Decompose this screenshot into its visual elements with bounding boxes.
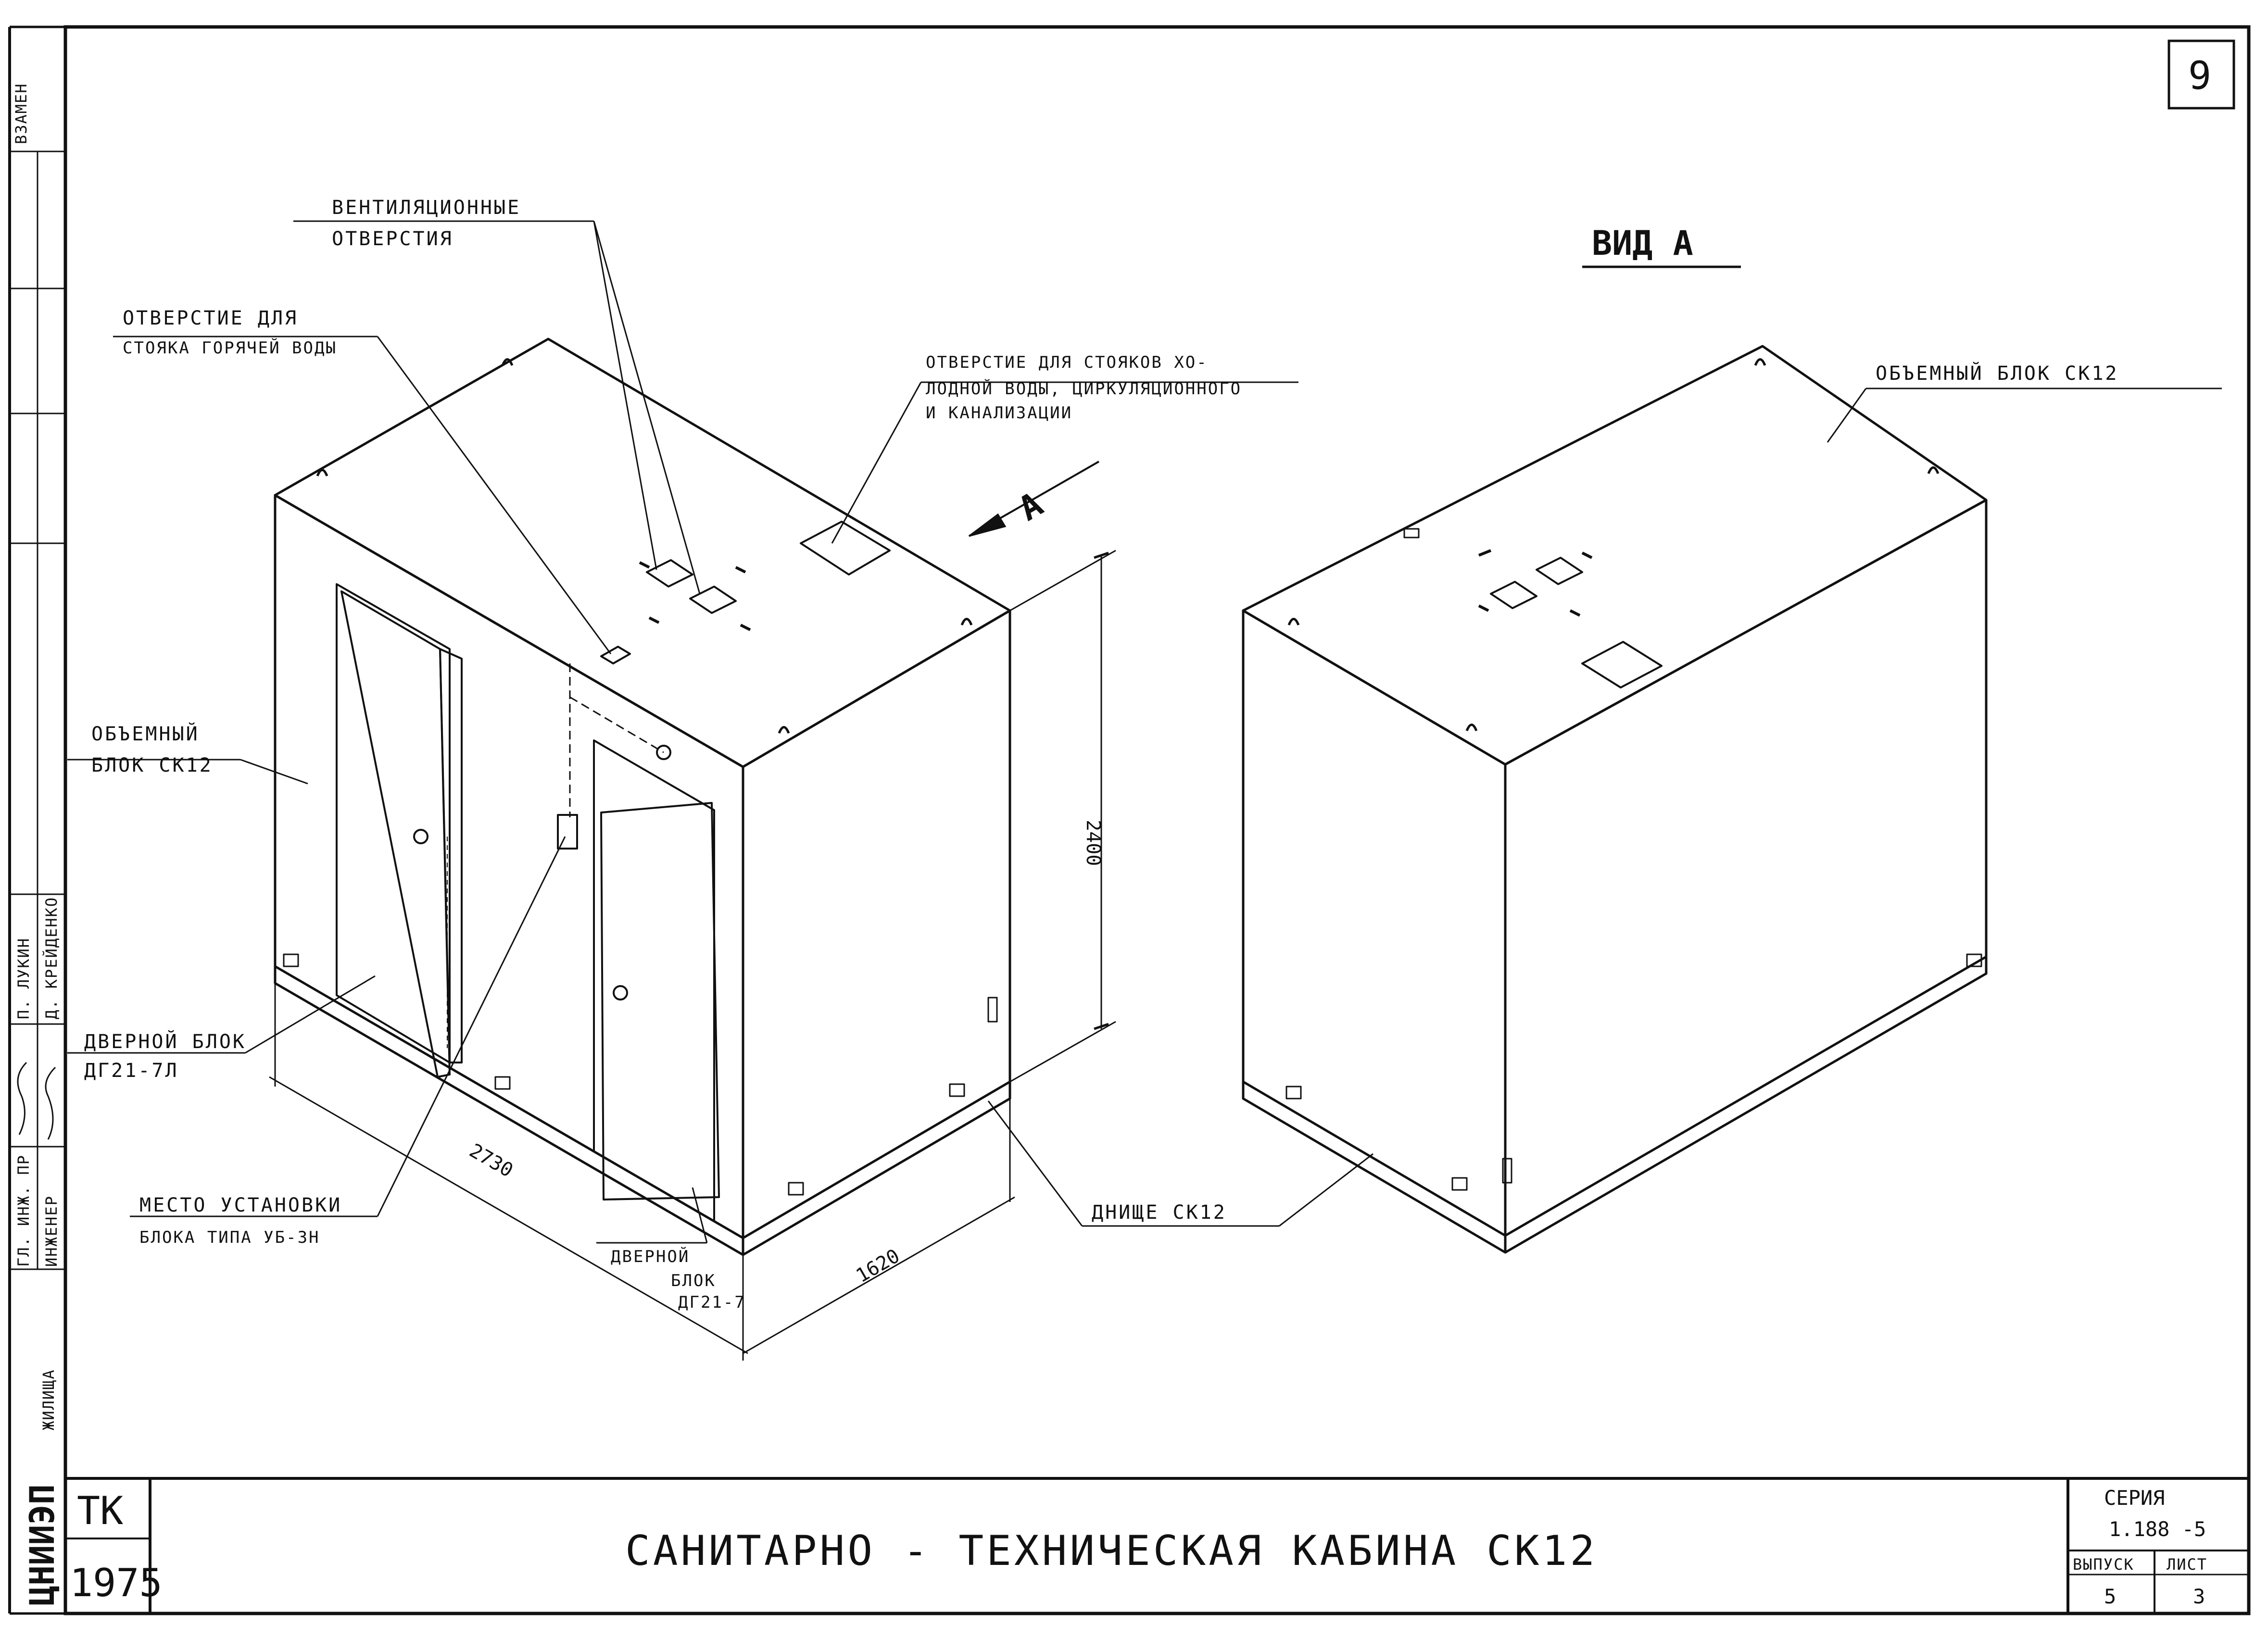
series-value: 1.188 -5 xyxy=(2109,1517,2206,1541)
sheet-frame xyxy=(63,25,2251,1615)
issue-value: 5 xyxy=(2104,1585,2116,1608)
callout-cold-water-3: И КАНАЛИЗАЦИИ xyxy=(926,403,1072,423)
callout-door-block-left-1: ДВЕРНОЙ БЛОК xyxy=(84,1030,246,1053)
sheet-label: ЛИСТ xyxy=(2167,1555,2207,1574)
callout-hot-water-1: ОТВЕРСТИЕ ДЛЯ xyxy=(123,307,298,329)
title-block-year: 1975 xyxy=(70,1561,163,1605)
callout-texts: ВЕНТИЛЯЦИОННЫЕ ОТВЕРСТИЯ ОТВЕРСТИЕ ДЛЯ С… xyxy=(84,197,2118,1312)
name-engineer: Д. КРЕЙДЕНКО xyxy=(42,897,61,1019)
role-chief: ГЛ. ИНЖ. ПР xyxy=(14,1154,33,1267)
sheet-number-box xyxy=(2167,39,2235,110)
sheet-title: САНИТАРНО - ТЕХНИЧЕСКАЯ КАБИНА СК12 xyxy=(625,1527,1598,1575)
role-engineer: ИНЖЕНЕР xyxy=(42,1195,61,1267)
title-block-code: ТК xyxy=(77,1488,123,1533)
sheet-value: 3 xyxy=(2193,1585,2205,1608)
signature-marks xyxy=(17,1062,56,1140)
callout-install-place-2: БЛОКА ТИПА УБ-3Н xyxy=(139,1228,320,1247)
callout-install-place-1: МЕСТО УСТАНОВКИ xyxy=(139,1194,342,1216)
dimension-width: 1620 xyxy=(852,1245,903,1287)
callout-hot-water-2: СТОЯКА ГОРЯЧЕЙ ВОДЫ xyxy=(123,338,337,358)
callout-block-left-2: БЛОК СК12 xyxy=(91,754,213,776)
callout-vent-holes-1: ВЕНТИЛЯЦИОННЫЕ xyxy=(332,197,521,219)
section-marker: А xyxy=(1012,484,1050,528)
dimension-lines xyxy=(269,461,1116,1361)
name-chief: П. ЛУКИН xyxy=(14,938,33,1019)
callout-block-right: ОБЪЕМНЫЙ БЛОК СК12 xyxy=(1876,362,2118,385)
leader-lines xyxy=(67,220,2222,1244)
callout-block-left-1: ОБЪЕМНЫЙ xyxy=(91,722,200,745)
dimension-height: 2400 xyxy=(1082,820,1104,866)
block-left-isometric xyxy=(274,338,1011,1256)
series-label: СЕРИЯ xyxy=(2104,1486,2165,1510)
callout-door-block-left-2: ДГ21-7Л xyxy=(84,1060,179,1082)
block-right-view-a xyxy=(1242,345,1988,1254)
callout-door-block-front-3: ДГ21-7 xyxy=(678,1293,746,1312)
sheet-number: 9 xyxy=(2188,53,2211,98)
callout-door-block-front-1: ДВЕРНОЙ xyxy=(611,1247,690,1266)
callout-cold-water-2: ЛОДНОЙ ВОДЫ, ЦИРКУЛЯЦИОННОГО xyxy=(926,379,1242,399)
view-a-title: ВИД А xyxy=(1592,224,1693,263)
callout-vent-holes-2: ОТВЕРСТИЯ xyxy=(332,228,454,250)
dimension-length: 2730 xyxy=(466,1139,517,1182)
org-suffix: ЖИЛИЩА xyxy=(39,1369,58,1430)
org-name: ЦНИИЭП xyxy=(23,1484,62,1606)
callout-cold-water-1: ОТВЕРСТИЕ ДЛЯ СТОЯКОВ ХО- xyxy=(926,353,1208,372)
callout-bottom-right: ДНИЩЕ СК12 xyxy=(1092,1201,1227,1224)
replace-label: ВЗАМЕН xyxy=(12,83,30,144)
callout-door-block-front-2: БЛОК xyxy=(671,1271,716,1290)
issue-label: ВЫПУСК xyxy=(2073,1555,2134,1574)
